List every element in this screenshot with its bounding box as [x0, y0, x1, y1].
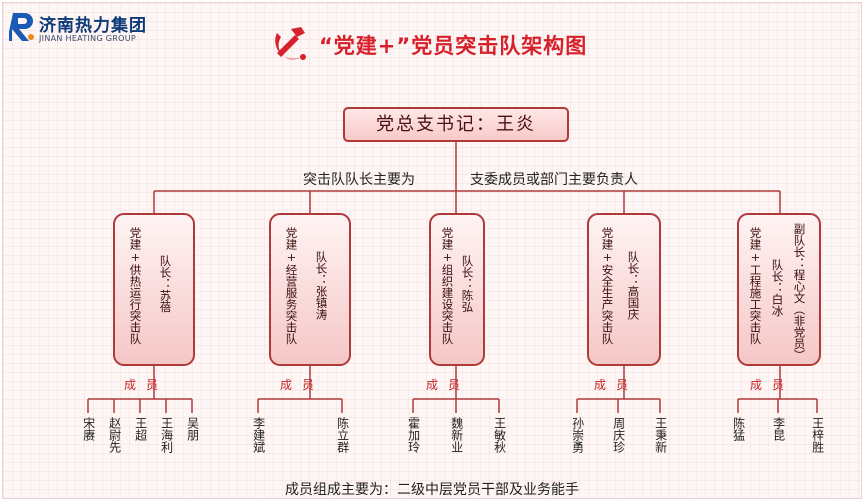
member-name: 孙崇勇 — [570, 417, 585, 453]
logo-english-text: JINAN HEATING GROUP — [39, 34, 137, 43]
team-box: 党建+供热运行突击队 队长：苏蓓 — [113, 213, 195, 366]
team-name: 党建+工程施工突击队 — [748, 227, 763, 345]
member-name: 王海利 — [159, 417, 174, 453]
member-label: 成员 — [750, 378, 795, 392]
team-name: 党建+组织建设突击队 — [440, 227, 455, 345]
page-title: “党建+”党员突击队架构图 — [319, 34, 588, 58]
team-leader: 队长：高国庆 — [626, 251, 641, 320]
member-name: 王超 — [133, 417, 148, 441]
member-label: 成员 — [426, 378, 471, 392]
team-leader: 队长：苏蓓 — [158, 255, 173, 313]
member-name: 王秉新 — [653, 417, 668, 453]
team-box: 党建+经营服务突击队 队长：张镇涛 — [269, 213, 351, 366]
team-leader: 队长：白冰 — [770, 259, 785, 317]
member-name: 陈猛 — [731, 417, 746, 441]
team-name: 党建+安全生产突击队 — [600, 227, 615, 345]
secretary-box: 党总支书记：王炎 — [343, 107, 569, 142]
member-name: 李建斌 — [251, 417, 266, 453]
member-name: 霍加玲 — [406, 417, 421, 453]
member-name: 宋赓 — [81, 417, 96, 441]
member-label: 成员 — [280, 378, 325, 392]
footer-note: 成员组成主要为：二级中层党员干部及业务能手 — [285, 482, 579, 498]
member-name: 王敏秋 — [492, 417, 507, 453]
member-name: 吴朋 — [185, 417, 200, 441]
company-logo-icon — [9, 13, 34, 41]
member-name: 王梓胜 — [810, 417, 825, 453]
leader-note-right: 支委成员或部门主要负责人 — [470, 172, 638, 188]
logo-text: 济南热力集团 — [39, 16, 147, 36]
party-emblem-icon — [275, 27, 306, 60]
team-deputy-leader: 副队长：程心文（非党员） — [792, 223, 807, 361]
member-name: 周庆珍 — [611, 417, 626, 453]
member-name: 李昆 — [771, 417, 786, 441]
connector-lines — [87, 142, 818, 413]
team-name: 党建+经营服务突击队 — [284, 227, 299, 345]
leader-note-left: 突击队队长主要为 — [303, 172, 415, 188]
member-label: 成员 — [124, 378, 169, 392]
team-box: 党建+工程施工突击队 队长：白冰 副队长：程心文（非党员） — [737, 213, 821, 366]
member-name: 魏新业 — [449, 417, 464, 453]
member-name: 赵尉先 — [107, 417, 122, 453]
team-name: 党建+供热运行突击队 — [128, 227, 143, 345]
team-box: 党建+安全生产突击队 队长：高国庆 — [587, 213, 661, 366]
member-label: 成员 — [594, 378, 639, 392]
team-leader: 队长：张镇涛 — [314, 251, 329, 320]
team-leader: 队长：陈弘 — [460, 255, 475, 313]
member-name: 陈立群 — [335, 417, 350, 453]
team-box: 党建+组织建设突击队 队长：陈弘 — [429, 213, 485, 366]
